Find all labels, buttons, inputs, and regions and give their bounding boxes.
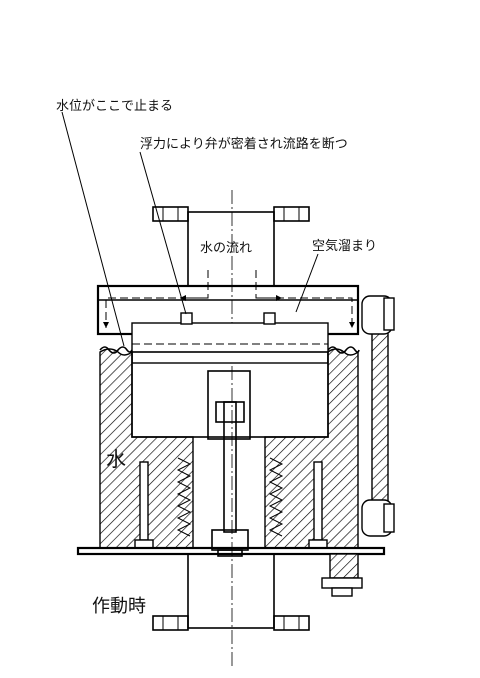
- water-region-right: [264, 348, 359, 549]
- valve-seat-right: [263, 312, 276, 325]
- label-water: 水: [106, 447, 126, 471]
- leader-air-pocket: [295, 253, 319, 313]
- water-surface-right: [327, 346, 360, 354]
- water-surface-left: [99, 346, 133, 354]
- valve-seat-left: [180, 312, 193, 325]
- label-water-flow: 水の流れ: [200, 241, 252, 256]
- label-float-seal: 浮力により弁が密着され流路を断つ: [140, 136, 348, 152]
- base-plate: [76, 546, 386, 556]
- drain-pipe: [321, 295, 395, 597]
- bottom-pipe: [152, 553, 310, 631]
- leader-float-seal: [139, 151, 187, 315]
- spring-right: [268, 457, 284, 537]
- central-stem: [207, 370, 251, 557]
- label-water-level-stop: 水位がここで止まる: [56, 99, 173, 114]
- label-air-pocket: 空気溜まり: [312, 238, 377, 254]
- leader-water-level: [61, 111, 125, 347]
- float-top: [131, 322, 329, 364]
- spring-left: [176, 457, 192, 537]
- caption: 作動時: [92, 596, 146, 617]
- flow-arrows: [103, 270, 355, 328]
